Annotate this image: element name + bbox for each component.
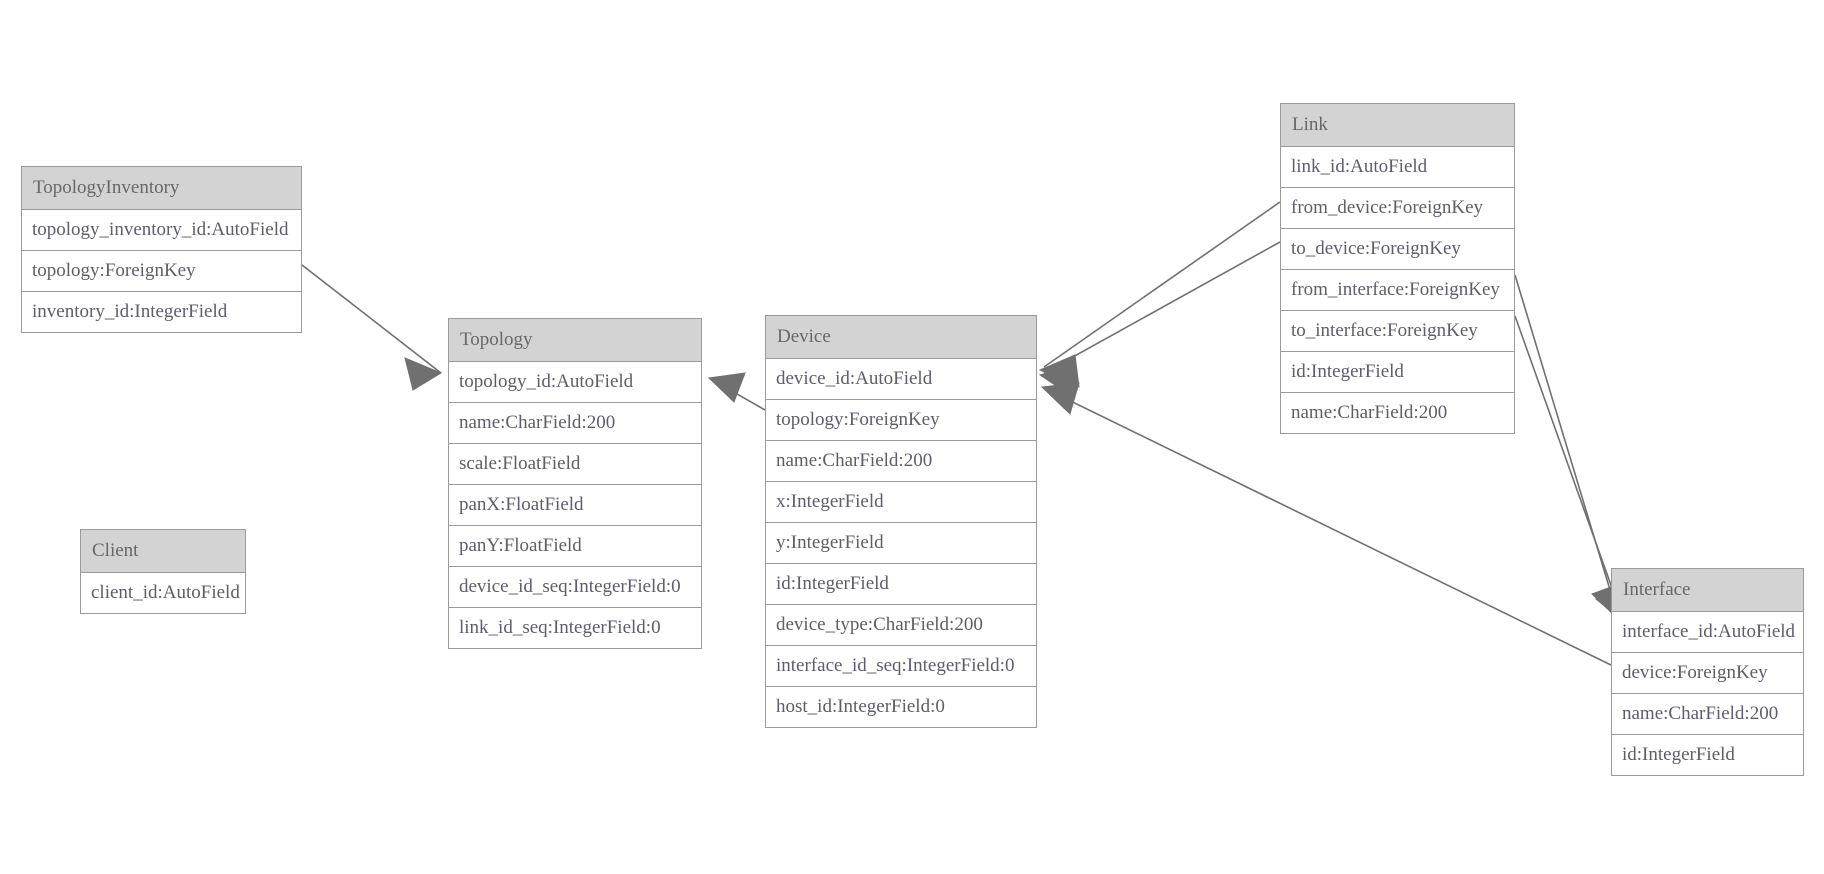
connector-link-tointerface-to-interface	[1514, 315, 1623, 617]
field-row: id:IntegerField	[1281, 352, 1514, 393]
field-row: client_id:AutoField	[81, 573, 245, 613]
connector-link-fromdevice-to-device	[1043, 201, 1281, 368]
field-row: device_id_seq:IntegerField:0	[449, 567, 701, 608]
field-row: to_device:ForeignKey	[1281, 229, 1514, 270]
connector-device-to-topology	[708, 377, 766, 411]
entity-title-link: Link	[1281, 104, 1514, 147]
arrowhead-link-fromdevice-to-device	[1038, 354, 1080, 388]
field-row: device_type:CharField:200	[766, 605, 1036, 646]
field-row: link_id:AutoField	[1281, 147, 1514, 188]
field-row: device_id:AutoField	[766, 359, 1036, 400]
entity-title-device: Device	[766, 316, 1036, 359]
field-row: topology_id:AutoField	[449, 362, 701, 403]
connector-topologyinventory-to-topology	[301, 264, 442, 374]
field-row: topology_inventory_id:AutoField	[22, 210, 301, 251]
field-row: inventory_id:IntegerField	[22, 292, 301, 332]
connector-link-frominterface-to-interface	[1514, 274, 1618, 614]
entity-title-client: Client	[81, 530, 245, 573]
field-row: name:CharField:200	[449, 403, 701, 444]
field-row: topology:ForeignKey	[22, 251, 301, 292]
field-row: y:IntegerField	[766, 523, 1036, 564]
entity-title-topology: Topology	[449, 319, 701, 362]
arrowhead-interface-device-to-device	[1040, 382, 1080, 415]
field-row: x:IntegerField	[766, 482, 1036, 523]
field-row: panX:FloatField	[449, 485, 701, 526]
field-row: id:IntegerField	[1612, 735, 1803, 775]
field-row: link_id_seq:IntegerField:0	[449, 608, 701, 648]
arrowhead-device-to-topology	[707, 372, 746, 403]
arrowhead-topologyinventory-to-topology	[404, 357, 443, 391]
field-row: name:CharField:200	[766, 441, 1036, 482]
field-row: interface_id:AutoField	[1612, 612, 1803, 653]
field-row: from_device:ForeignKey	[1281, 188, 1514, 229]
field-row: from_interface:ForeignKey	[1281, 270, 1514, 311]
connector-link-todevice-to-device	[1043, 241, 1281, 374]
field-row: name:CharField:200	[1612, 694, 1803, 735]
field-row: id:IntegerField	[766, 564, 1036, 605]
field-row: topology:ForeignKey	[766, 400, 1036, 441]
field-row: device:ForeignKey	[1612, 653, 1803, 694]
arrowhead-link-todevice-to-device	[1038, 364, 1077, 398]
entity-title-interface: Interface	[1612, 569, 1803, 612]
field-row: to_interface:ForeignKey	[1281, 311, 1514, 352]
field-row: host_id:IntegerField:0	[766, 687, 1036, 727]
entity-title-topology-inventory: TopologyInventory	[22, 167, 301, 210]
field-row: scale:FloatField	[449, 444, 701, 485]
field-row: interface_id_seq:IntegerField:0	[766, 646, 1036, 687]
field-row: name:CharField:200	[1281, 393, 1514, 433]
field-row: panY:FloatField	[449, 526, 701, 567]
